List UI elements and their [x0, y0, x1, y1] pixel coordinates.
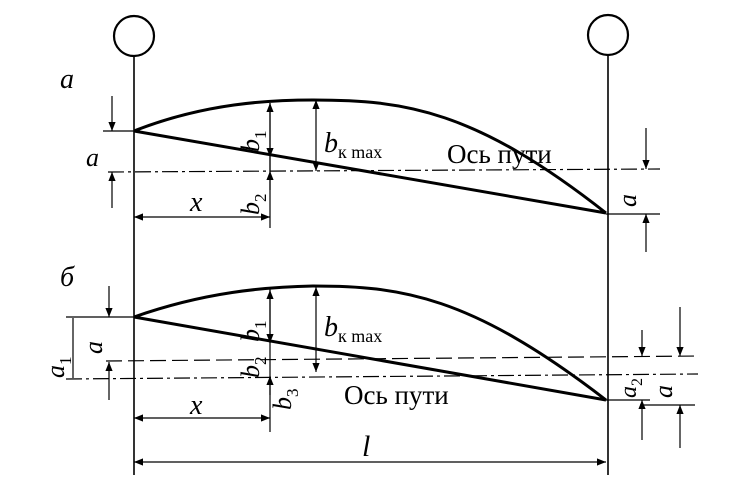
panel-a-left-offset-dim — [103, 96, 134, 208]
panel-a-track-axis — [107, 168, 661, 173]
panel-a: а a b1 b2 x bк m — [60, 64, 661, 252]
panel-b-reference-line — [105, 355, 701, 362]
panel-a-x-label: x — [189, 187, 203, 218]
panel-a-axis-label: Ось пути — [447, 139, 552, 169]
panel-a-label: а — [60, 64, 74, 95]
panel-a-bmax-label: bк max — [324, 128, 382, 162]
panel-b-a2-label: a2 — [616, 378, 646, 398]
panel-a-wire-chord — [133, 129, 607, 215]
right-support — [586, 13, 630, 475]
panel-b-b3-label: b3 — [268, 389, 302, 411]
panel-b-b1-label: b1 — [236, 321, 270, 343]
panel-b-label: б — [60, 262, 75, 293]
panel-b-right-offset-dims — [606, 307, 684, 448]
panel-b-wire-curve — [133, 284, 607, 402]
panel-b-a1-label: a1 — [41, 357, 75, 379]
panel-b-b2-label: b2 — [236, 357, 270, 379]
panel-a-b1-label: b1 — [236, 131, 270, 153]
panel-a-wire-curve — [133, 98, 607, 215]
panel-a-right-offset-dim — [606, 128, 660, 252]
panel-b-x-label: x — [189, 390, 203, 421]
panel-a-left-offset-label: a — [86, 143, 99, 172]
panel-b: б a1 a b1 — [41, 262, 701, 466]
panel-b-wire-chord — [133, 315, 607, 402]
panel-b-track-axis — [65, 373, 699, 380]
panel-b-axis-label: Ось пути — [344, 380, 449, 410]
panel-b-bmax-label: bк max — [324, 312, 382, 346]
panel-b-a-right-label: a — [649, 385, 678, 398]
panel-a-right-offset-label: a — [613, 194, 642, 207]
left-support — [112, 14, 156, 475]
panel-b-b-dims — [134, 287, 320, 432]
panel-a-b-dims — [134, 100, 320, 228]
panel-b-span-label: l — [362, 430, 370, 463]
panel-b-a-left-label: a — [79, 341, 108, 354]
panel-a-b2-label: b2 — [236, 194, 270, 216]
panel-b-left-offset-dims — [66, 286, 134, 400]
